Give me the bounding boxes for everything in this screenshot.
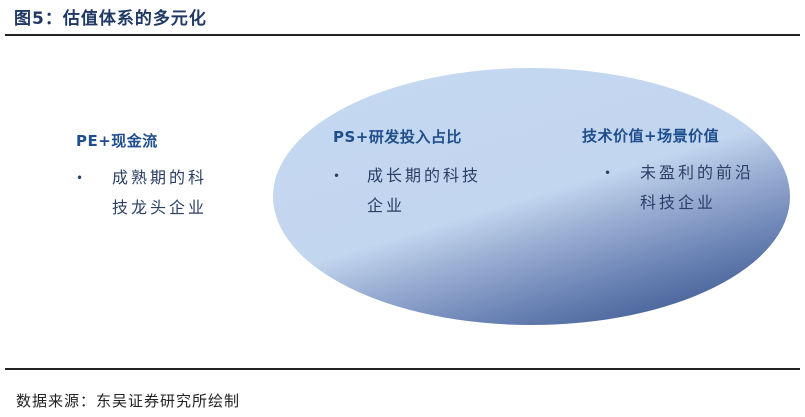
bullet-icon: • [76,171,87,185]
block-ps-rd: PS+研发投入占比 • 成长期的科技企业 [333,126,492,221]
block-item-text: 成长期的科技企业 [367,166,482,215]
bottom-divider [5,368,800,370]
block-tech-scenario: 技术价值+场景价值 • 未盈利的前沿科技企业 [582,125,765,218]
block-item-text: 成熟期的科技龙头企业 [112,168,208,217]
block-heading: PS+研发投入占比 [333,128,462,146]
top-divider [5,34,800,36]
figure-title: 图5：估值体系的多元化 [14,9,207,29]
block-item-text: 未盈利的前沿科技企业 [640,163,755,212]
block-pe-cashflow: PE+现金流 • 成熟期的科技龙头企业 [76,130,222,223]
bullet-icon: • [333,169,344,183]
block-item: • 成熟期的科技龙头企业 [76,163,222,223]
bullet-icon: • [604,166,615,180]
block-item: • 成长期的科技企业 [333,161,492,221]
source-note: 数据来源：东吴证券研究所绘制 [16,392,241,410]
block-heading: PE+现金流 [76,132,158,150]
valuation-ellipse [273,68,790,325]
block-heading: 技术价值+场景价值 [582,127,720,145]
block-item: • 未盈利的前沿科技企业 [582,158,765,218]
